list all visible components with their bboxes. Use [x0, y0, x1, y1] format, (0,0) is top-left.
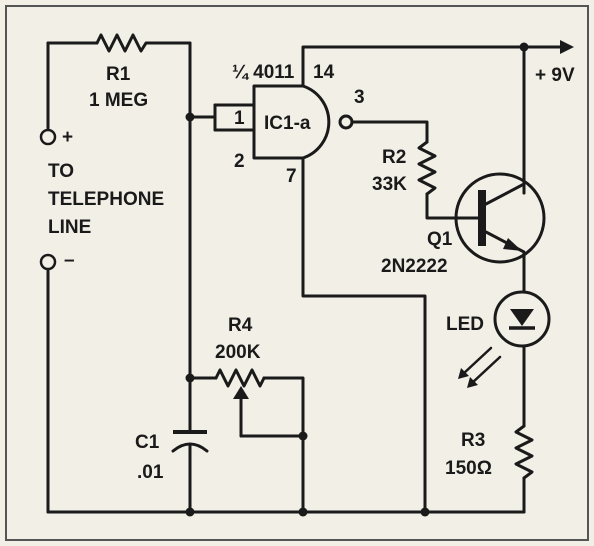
junction-dot-supply: [519, 42, 529, 52]
ic-pin3-label: 3: [354, 87, 365, 108]
ic-pin7-label: 7: [286, 166, 297, 187]
telephone-label-line2: TELEPHONE: [48, 189, 164, 210]
telephone-label-line1: TO: [48, 161, 74, 182]
transistor-collector: [484, 182, 526, 206]
led-body: [493, 290, 551, 348]
terminal-plus-label: +: [62, 127, 73, 148]
r1-resistor: [95, 33, 152, 53]
r2-to-base-wire: [425, 192, 476, 220]
r2-value-label: 33K: [372, 174, 407, 195]
nand-gate-body: [252, 84, 331, 160]
light-emission-arrows-icon: [458, 346, 502, 388]
r1-value-label: 1 MEG: [89, 90, 148, 111]
junction-dot-ground-ic: [420, 507, 430, 517]
r3-value-label: 150Ω: [445, 458, 492, 479]
transistor-emitter-arrow-icon: [503, 238, 522, 251]
r1-branch-wires: [46, 41, 192, 380]
transistor-emitter: [484, 230, 526, 294]
led-label: LED: [446, 314, 484, 335]
transistor-q1-body: [454, 172, 546, 264]
r3-name-label: R3: [461, 430, 485, 451]
r4-name-label: R4: [228, 315, 253, 336]
supply-arrow-icon: [560, 40, 574, 54]
r4-value-label: 200K: [215, 342, 261, 363]
ic-type-label: ¼ 4011: [232, 62, 295, 83]
c1-name-label: C1: [135, 432, 160, 453]
junction-dot-input: [185, 112, 195, 122]
r4-wiper-arrow-icon: [233, 386, 249, 399]
supply-label: + 9V: [535, 65, 575, 86]
terminal-plus-circle: [39, 128, 57, 146]
ic-pin1-label: 1: [234, 108, 245, 129]
r2-resistor: [417, 140, 437, 196]
output-wire: [350, 120, 429, 144]
supply-wires: [301, 45, 562, 195]
r1-name-label: R1: [106, 64, 131, 85]
r4-right-wire: [262, 376, 305, 514]
r3-resistor: [514, 424, 534, 480]
junction-dot-ground-r4: [298, 507, 308, 517]
ic-pin2-label: 2: [234, 151, 245, 172]
c1-value-label: .01: [137, 462, 164, 483]
junction-dot-ground-c1: [185, 507, 195, 517]
q1-name-label: Q1: [427, 229, 453, 250]
led-diode-triangle: [510, 309, 534, 326]
junction-dot-r4-wiper: [298, 431, 308, 441]
diagram-frame: [5, 5, 589, 541]
q1-value-label: 2N2222: [381, 256, 448, 277]
terminal-minus-label: –: [64, 250, 75, 271]
ic-pin14-label: 14: [313, 62, 335, 83]
r2-name-label: R2: [382, 147, 406, 168]
terminal-minus-circle: [39, 253, 57, 271]
telephone-label-line3: LINE: [48, 217, 91, 238]
pin7-ground-wire: [301, 156, 427, 514]
r4-resistor: [214, 368, 266, 388]
ic-name-label: IC1-a: [264, 113, 311, 134]
nand-gate-bubble: [338, 114, 354, 130]
